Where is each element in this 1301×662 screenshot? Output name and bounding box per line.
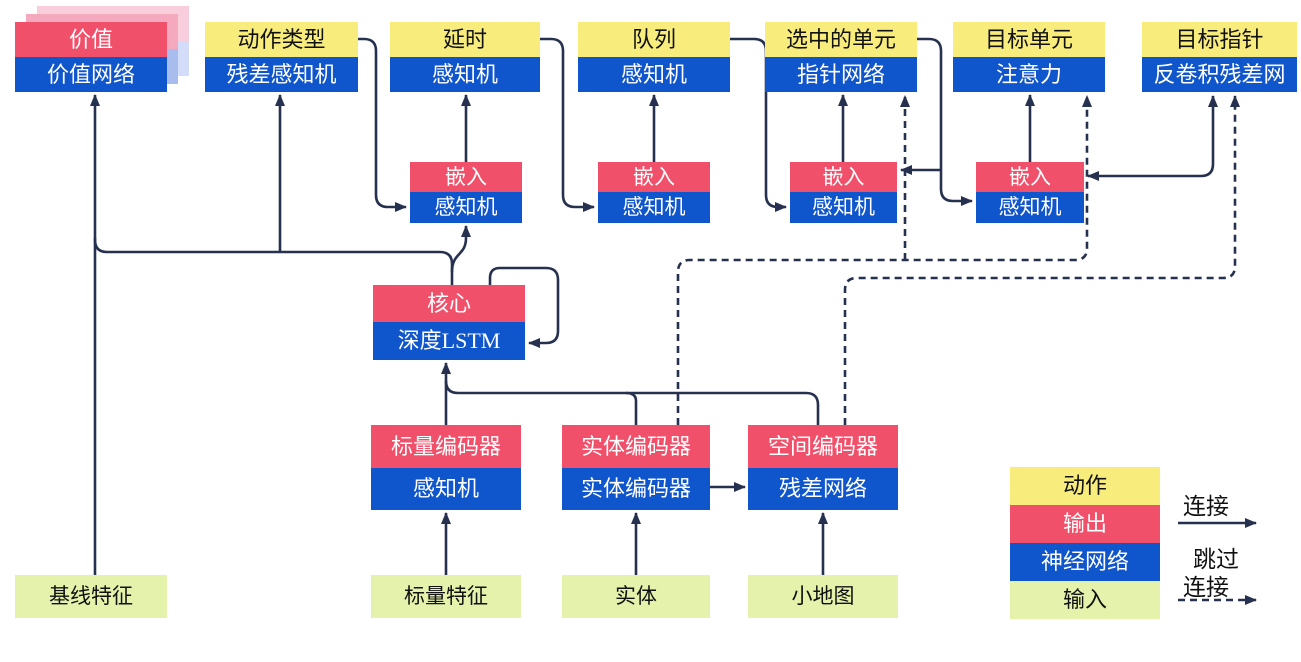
legend-input: 输入 — [1010, 581, 1160, 619]
skip-entity-to-attention — [676, 95, 1092, 425]
legend-action: 动作 — [1010, 467, 1160, 505]
connector-selected-to-embed4 — [917, 37, 973, 206]
queue-network-label: 感知机 — [578, 57, 730, 92]
node-selected-units: 选中的单元 指针网络 — [765, 22, 917, 92]
node-queue: 队列 感知机 — [578, 22, 730, 92]
node-spatial-encoder: 空间编码器 残差网络 — [748, 425, 898, 510]
embed-2-label: 嵌入 — [598, 162, 710, 192]
legend-connection-label: 连接 — [1183, 494, 1229, 519]
connector-delay-to-embed2 — [540, 37, 595, 212]
legend: 动作 输出 神经网络 输入 — [1010, 467, 1160, 619]
entity-encoder-label: 实体编码器 — [562, 425, 710, 468]
node-core: 核心 深度LSTM — [373, 285, 525, 360]
node-embed-1: 嵌入 感知机 — [410, 162, 522, 223]
connector-embed4-targetpoint — [1087, 95, 1218, 181]
spatial-encoder-label: 空间编码器 — [748, 425, 898, 468]
node-target-point: 目标指针 反卷积残差网 — [1142, 22, 1297, 92]
connector-entity-to-bus — [625, 391, 638, 425]
delay-network-label: 感知机 — [390, 57, 540, 92]
legend-skip-label-line1: 跳过 — [1193, 547, 1239, 572]
embed-3-network-label: 感知机 — [790, 192, 897, 223]
legend-output: 输出 — [1010, 505, 1160, 543]
connector-encoder-bus — [444, 380, 820, 425]
legend-network: 神经网络 — [1010, 543, 1160, 581]
target-point-network-label: 反卷积残差网 — [1142, 57, 1297, 92]
action-type-label: 动作类型 — [205, 22, 358, 57]
value-output-label: 价值 — [15, 22, 167, 57]
node-target-unit: 目标单元 注意力 — [953, 22, 1105, 92]
entities-label: 实体 — [562, 575, 710, 618]
minimap-label: 小地图 — [748, 575, 898, 618]
spatial-encoder-network-label: 残差网络 — [748, 468, 898, 510]
connector-actiontype-to-embed1 — [358, 37, 407, 212]
action-type-network-label: 残差感知机 — [205, 57, 358, 92]
embed-4-label: 嵌入 — [976, 162, 1084, 192]
node-scalar-encoder: 标量编码器 感知机 — [371, 425, 521, 510]
embed-3-label: 嵌入 — [790, 162, 897, 192]
scalar-encoder-network-label: 感知机 — [371, 468, 521, 510]
node-value: 价值 价值网络 — [15, 6, 189, 92]
node-scalar-features: 标量特征 — [371, 575, 521, 618]
embed-1-network-label: 感知机 — [410, 192, 522, 223]
embed-1-label: 嵌入 — [410, 162, 522, 192]
selected-units-network-label: 指针网络 — [765, 57, 917, 92]
scalar-features-label: 标量特征 — [371, 575, 521, 618]
target-unit-label: 目标单元 — [953, 22, 1105, 57]
target-unit-network-label: 注意力 — [953, 57, 1105, 92]
embed-2-network-label: 感知机 — [598, 192, 710, 223]
embed-4-network-label: 感知机 — [976, 192, 1084, 223]
selected-units-label: 选中的单元 — [765, 22, 917, 57]
node-embed-3: 嵌入 感知机 — [790, 162, 897, 223]
core-network-label: 深度LSTM — [373, 322, 525, 360]
connector-core-to-embed1 — [450, 225, 471, 273]
node-minimap: 小地图 — [748, 575, 898, 618]
entity-encoder-network-label: 实体编码器 — [562, 468, 710, 510]
node-entity-encoder: 实体编码器 实体编码器 — [562, 425, 710, 510]
core-label: 核心 — [373, 285, 525, 322]
node-action-type: 动作类型 残差感知机 — [205, 22, 358, 92]
baseline-features-label: 基线特征 — [15, 575, 167, 618]
node-embed-4: 嵌入 感知机 — [976, 162, 1084, 223]
node-baseline-features: 基线特征 — [15, 575, 167, 618]
node-entities: 实体 — [562, 575, 710, 618]
connector-queue-to-embed3 — [730, 37, 787, 212]
legend-skip-label-line2: 连接 — [1183, 575, 1229, 600]
delay-label: 延时 — [390, 22, 540, 57]
value-network-label: 价值网络 — [15, 57, 167, 92]
queue-label: 队列 — [578, 22, 730, 57]
connector-core-self-loop — [488, 266, 560, 348]
scalar-encoder-label: 标量编码器 — [371, 425, 521, 468]
skip-spatial-to-targetpoint — [843, 95, 1240, 425]
target-point-label: 目标指针 — [1142, 22, 1297, 57]
node-delay: 延时 感知机 — [390, 22, 540, 92]
node-embed-2: 嵌入 感知机 — [598, 162, 710, 223]
connector-core-output-bus — [93, 238, 454, 285]
